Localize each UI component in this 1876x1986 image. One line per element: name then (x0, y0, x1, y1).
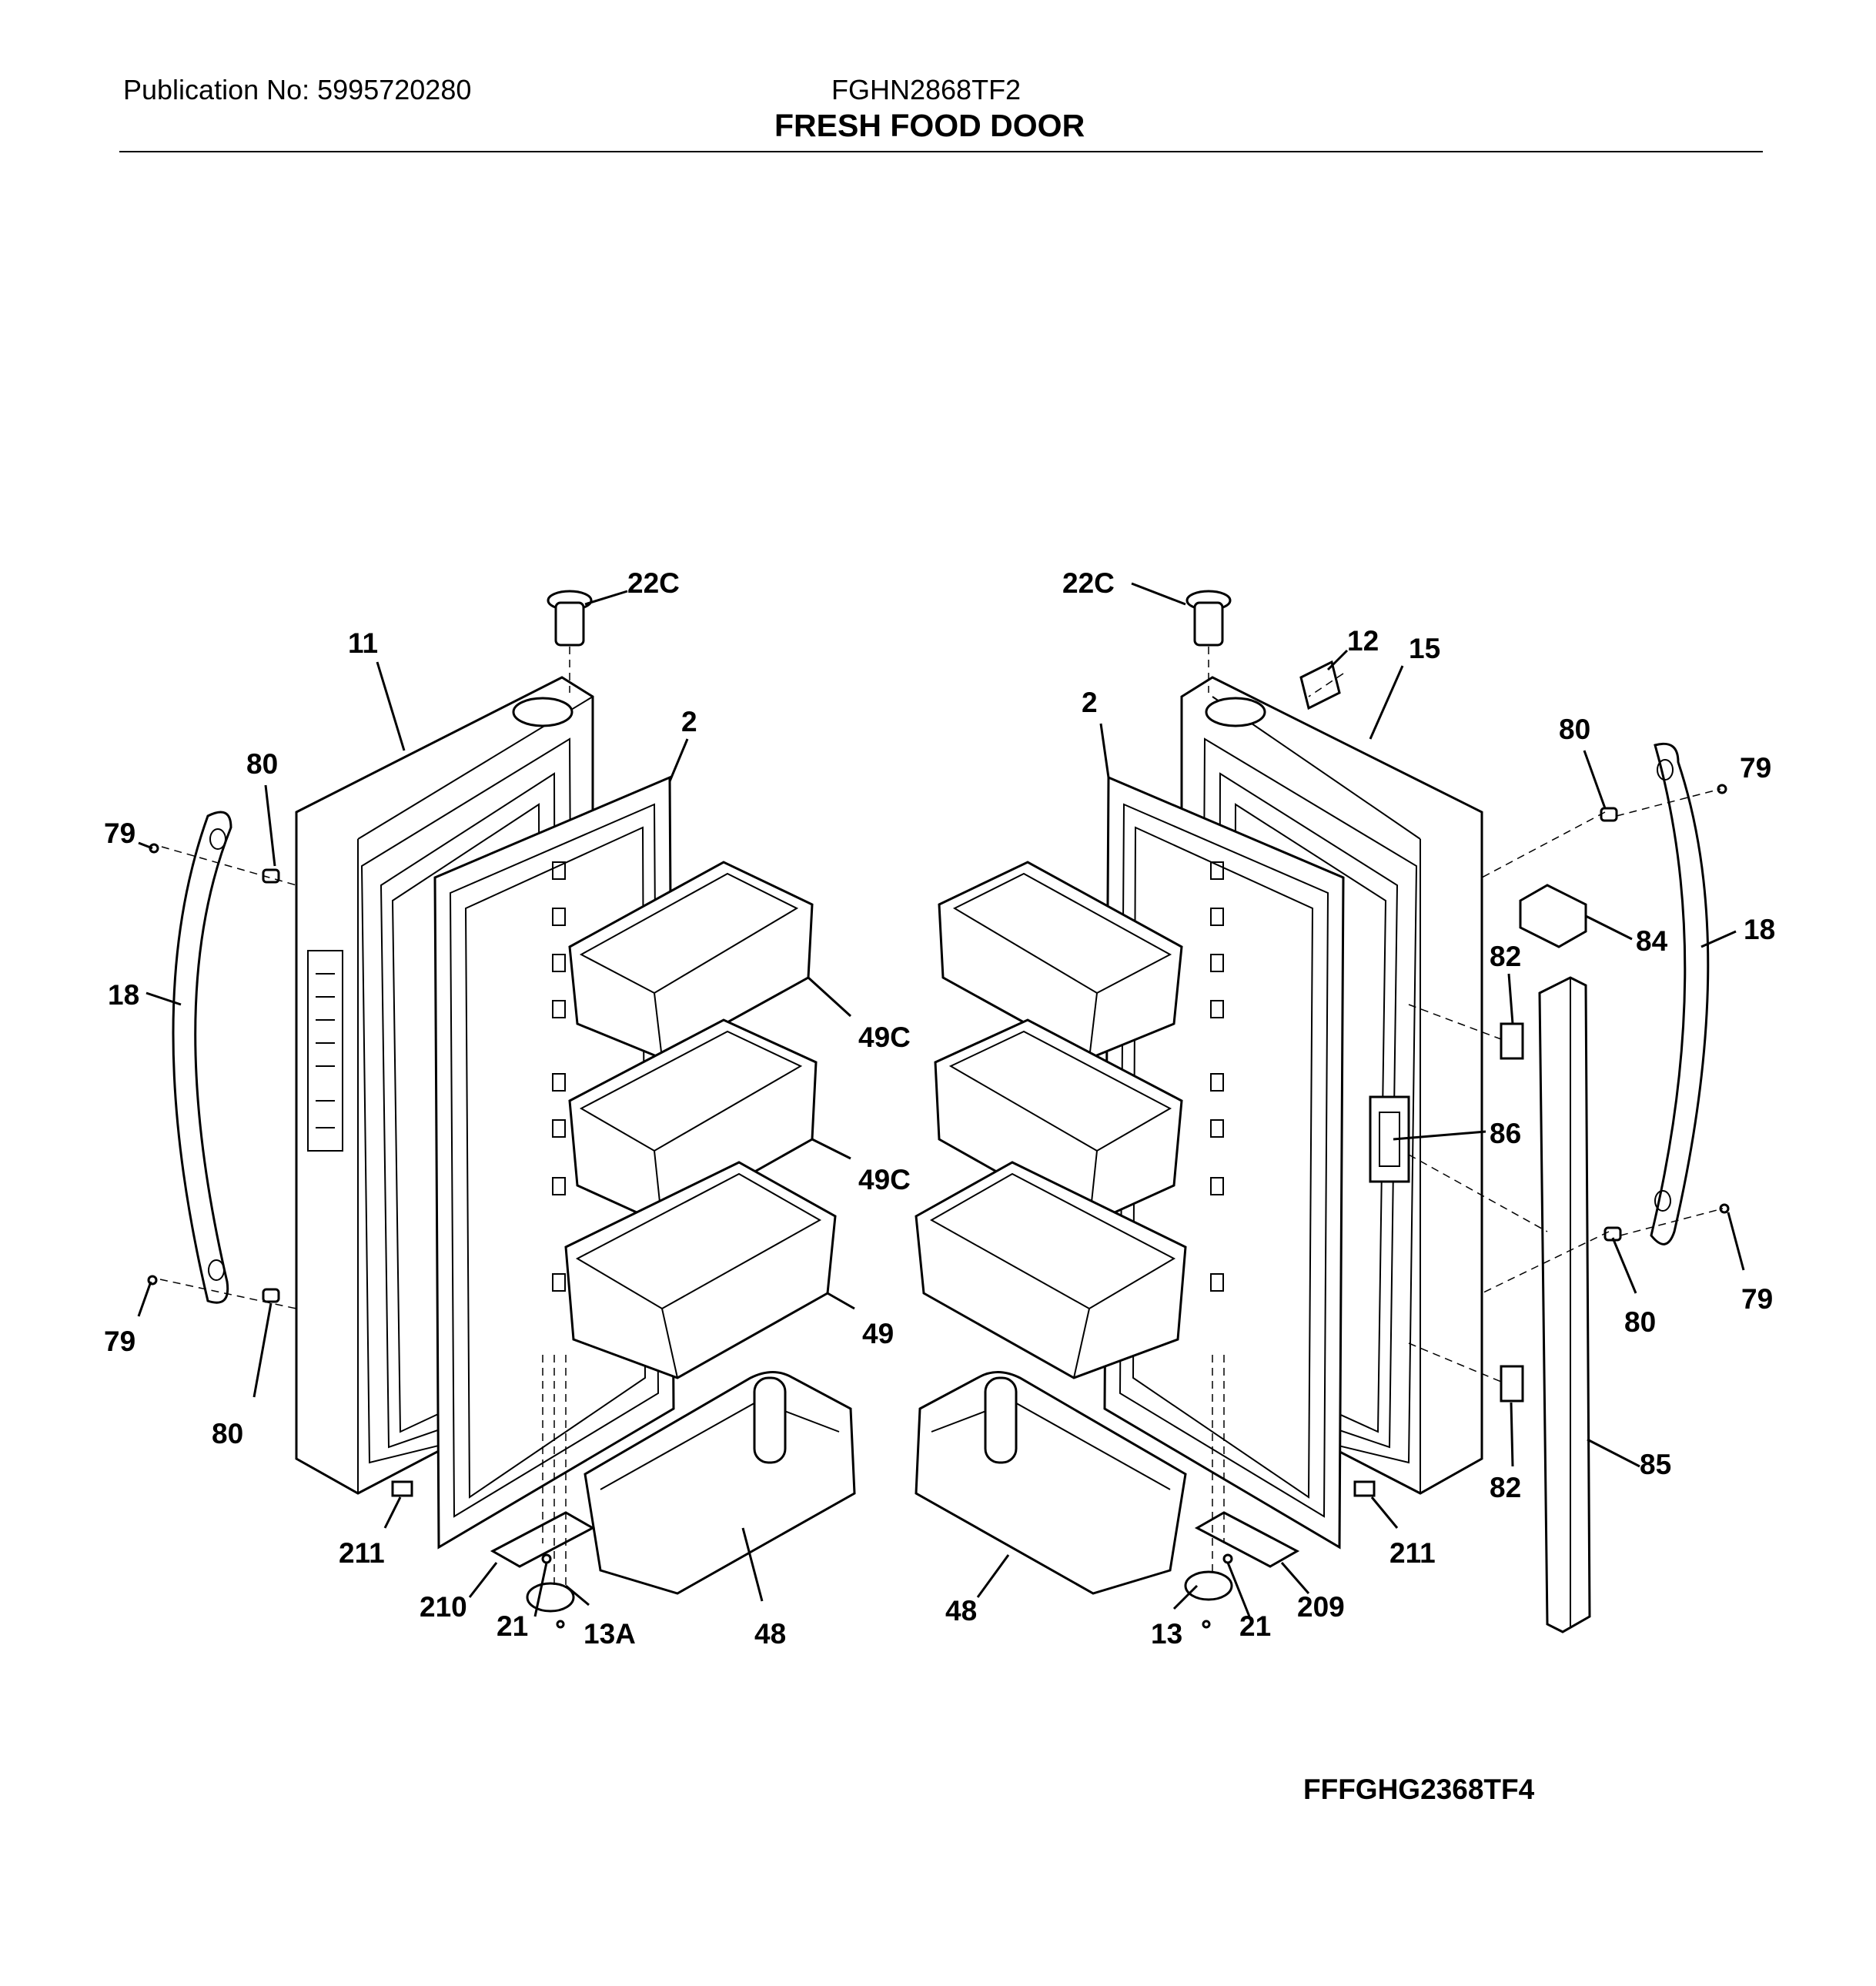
callout-79-right-top: 79 (1740, 752, 1771, 784)
callout-18-right: 18 (1744, 914, 1775, 945)
callout-49c-middle-left: 49C (858, 1164, 911, 1195)
right-alignment-lines (1208, 647, 1724, 1574)
callout-79-left-bottom: 79 (104, 1326, 135, 1357)
callout-labels: 22C 11 2 80 79 18 79 80 49C 49C 49 211 2… (104, 567, 1775, 1650)
callout-22c-right: 22C (1062, 567, 1115, 599)
callout-79-right-bottom: 79 (1741, 1283, 1773, 1315)
left-alignment-lines (159, 647, 570, 1586)
left-bin-48 (584, 1371, 856, 1595)
callout-21-right: 21 (1239, 1610, 1271, 1642)
callout-2-right: 2 (1082, 687, 1098, 718)
left-door-assembly (147, 590, 856, 1629)
right-bin-49c-middle (934, 1018, 1183, 1225)
callout-80-left-top: 80 (246, 748, 278, 780)
header-divider (119, 151, 1763, 152)
callout-86: 86 (1490, 1118, 1521, 1149)
callout-210: 210 (420, 1591, 467, 1623)
callout-2-left: 2 (681, 706, 697, 737)
right-bin-49-lower (915, 1161, 1187, 1379)
right-bin-49c-upper (938, 861, 1183, 1060)
left-handle (172, 811, 232, 1304)
callout-49-left: 49 (862, 1318, 894, 1349)
callout-13a: 13A (584, 1618, 636, 1650)
leader-lines (137, 582, 1745, 1621)
right-label-12 (1299, 660, 1341, 710)
right-mullion-85 (1538, 976, 1591, 1633)
callout-211-left: 211 (339, 1537, 385, 1569)
callout-15: 15 (1409, 633, 1440, 664)
callout-80-left-bottom: 80 (212, 1418, 243, 1449)
callout-18-left: 18 (108, 979, 139, 1011)
callout-11: 11 (348, 627, 378, 659)
model-number: FGHN2868TF2 (831, 74, 1022, 105)
page-title: FRESH FOOD DOOR (774, 108, 1085, 143)
right-bracket-84 (1519, 884, 1587, 948)
callout-82-right-bottom: 82 (1490, 1472, 1521, 1503)
callout-49c-upper-left: 49C (858, 1021, 911, 1053)
callout-80-right-top: 80 (1559, 714, 1590, 745)
left-cap-22c (547, 590, 593, 647)
callout-79-left-top: 79 (104, 817, 135, 849)
callout-84: 84 (1636, 925, 1668, 957)
callout-21-left: 21 (497, 1610, 528, 1642)
callout-22c-left: 22C (627, 567, 680, 599)
callout-85: 85 (1640, 1449, 1671, 1480)
callout-80-right-bottom: 80 (1624, 1306, 1656, 1338)
callout-209: 209 (1297, 1591, 1345, 1623)
callout-82-right-top: 82 (1490, 941, 1521, 972)
publication-number: Publication No: 5995720280 (123, 74, 472, 105)
diagram-reference-code: FFFGHG2368TF4 (1303, 1774, 1535, 1805)
callout-13: 13 (1151, 1618, 1182, 1650)
right-cap-22c (1185, 590, 1232, 647)
right-door-assembly (915, 590, 1730, 1633)
callout-12: 12 (1347, 625, 1379, 657)
callout-48-left: 48 (754, 1618, 786, 1650)
right-liner-bins-tabs (1210, 861, 1224, 1292)
right-hinge-parts (1184, 1480, 1376, 1629)
callout-48-right: 48 (945, 1595, 977, 1627)
right-handle (1650, 742, 1710, 1245)
callout-211-right: 211 (1389, 1537, 1436, 1569)
left-liner-bins-tabs (552, 861, 566, 1292)
right-bin-48 (915, 1371, 1187, 1595)
